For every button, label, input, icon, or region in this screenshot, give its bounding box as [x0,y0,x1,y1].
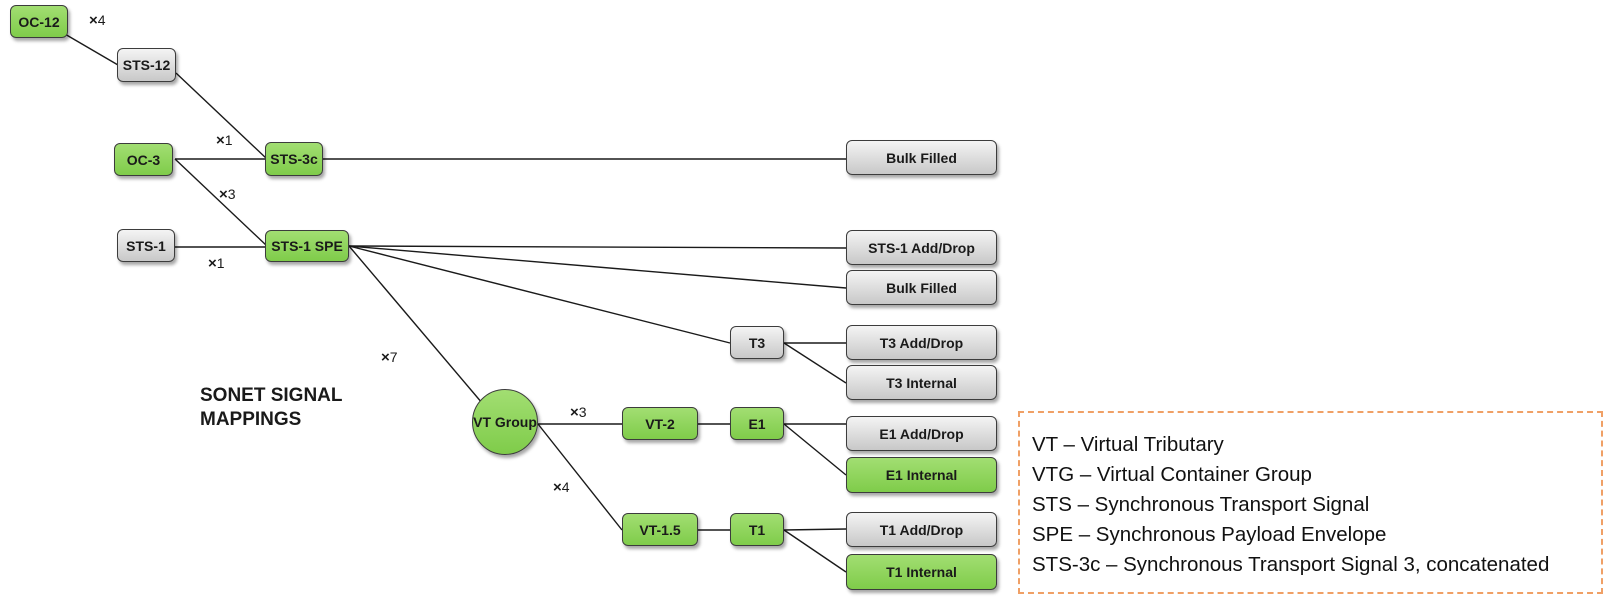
legend-item-vtg: VTG – Virtual Container Group [1032,463,1312,486]
legend-item-sts: STS – Synchronous Transport Signal [1032,493,1370,516]
multiplier-spe-vtgroup: ×7 [381,349,398,366]
connector-t1-adddrop [783,528,847,531]
multiplier-oc12-sts12: ×4 [89,12,106,29]
connector-vtgroup-vt15 [537,423,623,531]
node-e1: E1 [730,407,784,440]
multiplier-oc3-spe: ×3 [219,186,236,203]
legend-item-sts3c: STS-3c – Synchronous Transport Signal 3,… [1032,553,1550,576]
node-t3-add-drop: T3 Add/Drop [846,325,997,360]
legend-item-spe: SPE – Synchronous Payload Envelope [1032,523,1387,546]
multiplier-vtgroup-vt15: ×4 [553,479,570,496]
node-bulk-filled-2: Bulk Filled [846,270,997,305]
multiplier-sts1-spe: ×1 [208,255,225,272]
multiplier-sign: × [208,255,217,272]
connector-spe-sts1adddrop [348,245,847,249]
connector-sts12-sts3c [175,72,268,160]
multiplier-vtgroup-vt2: ×3 [570,404,587,421]
multiplier-sign: × [553,479,562,496]
node-bulk-filled-1: Bulk Filled [846,140,997,175]
node-e1-internal: E1 Internal [846,457,997,493]
connector-spe-vtgroup [348,245,489,411]
node-vt-group: VT Group [472,389,538,455]
multiplier-sign: × [381,349,390,366]
connector-oc12-sts12 [57,29,119,66]
node-vt2: VT-2 [622,407,698,440]
legend-box: VT – Virtual Tributary VTG – Virtual Con… [1018,411,1603,594]
node-t3: T3 [730,326,784,359]
multiplier-sign: × [216,132,225,149]
multiplier-value: 3 [227,186,236,202]
multiplier-sts12-sts3c: ×1 [216,132,233,149]
connector-t1-internal [783,529,847,573]
legend-item-vt: VT – Virtual Tributary [1032,433,1224,456]
connector-spe-t3 [348,245,731,344]
node-t1-internal: T1 Internal [846,554,997,590]
node-sts3c: STS-3c [265,142,323,176]
connector-spe-bulk2 [348,245,847,289]
multiplier-value: 1 [224,132,233,148]
multiplier-value: 1 [216,255,225,271]
node-t3-internal: T3 Internal [846,365,997,400]
node-t1: T1 [730,513,784,546]
node-sts12: STS-12 [117,48,176,82]
multiplier-value: 4 [97,12,106,28]
node-sts1: STS-1 [117,229,175,262]
multiplier-sign: × [219,186,228,203]
connector-e1-internal [783,423,847,476]
multiplier-value: 7 [389,349,398,365]
connector-oc3-spe [174,158,268,247]
node-sts1-add-drop: STS-1 Add/Drop [846,230,997,265]
multiplier-sign: × [570,404,579,421]
multiplier-sign: × [89,12,98,29]
node-vt15: VT-1.5 [622,513,698,546]
node-oc12: OC-12 [10,5,68,38]
diagram-title: SONET SIGNAL MAPPINGS [200,385,343,430]
connector-t3-internal [783,342,847,384]
node-e1-add-drop: E1 Add/Drop [846,416,997,451]
node-oc3: OC-3 [114,143,173,176]
multiplier-value: 3 [578,404,587,420]
node-sts1-spe: STS-1 SPE [265,230,349,262]
multiplier-value: 4 [561,479,570,495]
node-t1-add-drop: T1 Add/Drop [846,512,997,547]
